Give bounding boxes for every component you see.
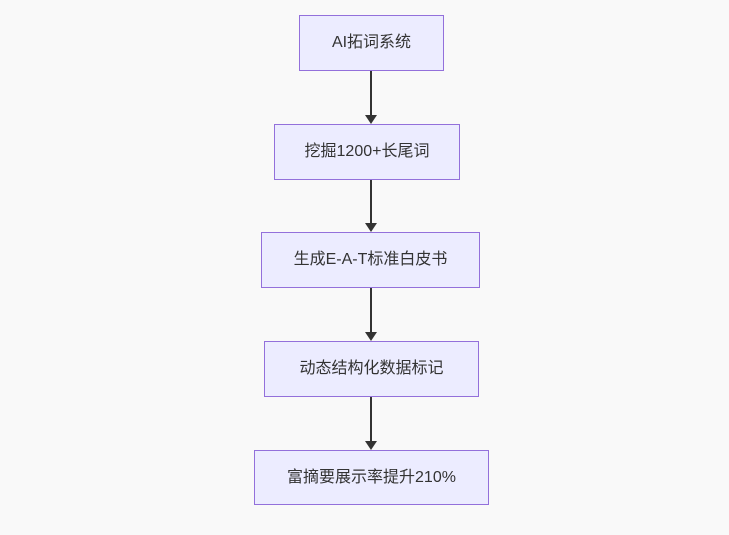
arrow-down-icon (365, 115, 377, 124)
flow-edge-line (370, 397, 372, 443)
arrow-down-icon (365, 332, 377, 341)
flow-node-label: AI拓词系统 (331, 34, 412, 51)
arrow-down-icon (365, 223, 377, 232)
flow-edge-line (370, 71, 372, 117)
arrow-down-icon (365, 441, 377, 450)
flow-node-structured-data-markup: 动态结构化数据标记 (264, 341, 479, 397)
flow-edge-line (370, 288, 372, 334)
flow-node-ai-expansion-system: AI拓词系统 (299, 15, 444, 71)
flow-node-label: 挖掘1200+长尾词 (304, 143, 430, 160)
flow-edge-line (370, 180, 372, 225)
flow-node-label: 生成E-A-T标准白皮书 (293, 251, 448, 268)
flow-node-label: 动态结构化数据标记 (299, 360, 444, 377)
flow-node-longtail-keywords: 挖掘1200+长尾词 (274, 124, 460, 180)
flow-node-eat-whitepaper: 生成E-A-T标准白皮书 (261, 232, 480, 288)
flow-node-label: 富摘要展示率提升210% (287, 468, 456, 486)
flow-node-rich-snippet-rate: 富摘要展示率提升210% (254, 450, 489, 505)
